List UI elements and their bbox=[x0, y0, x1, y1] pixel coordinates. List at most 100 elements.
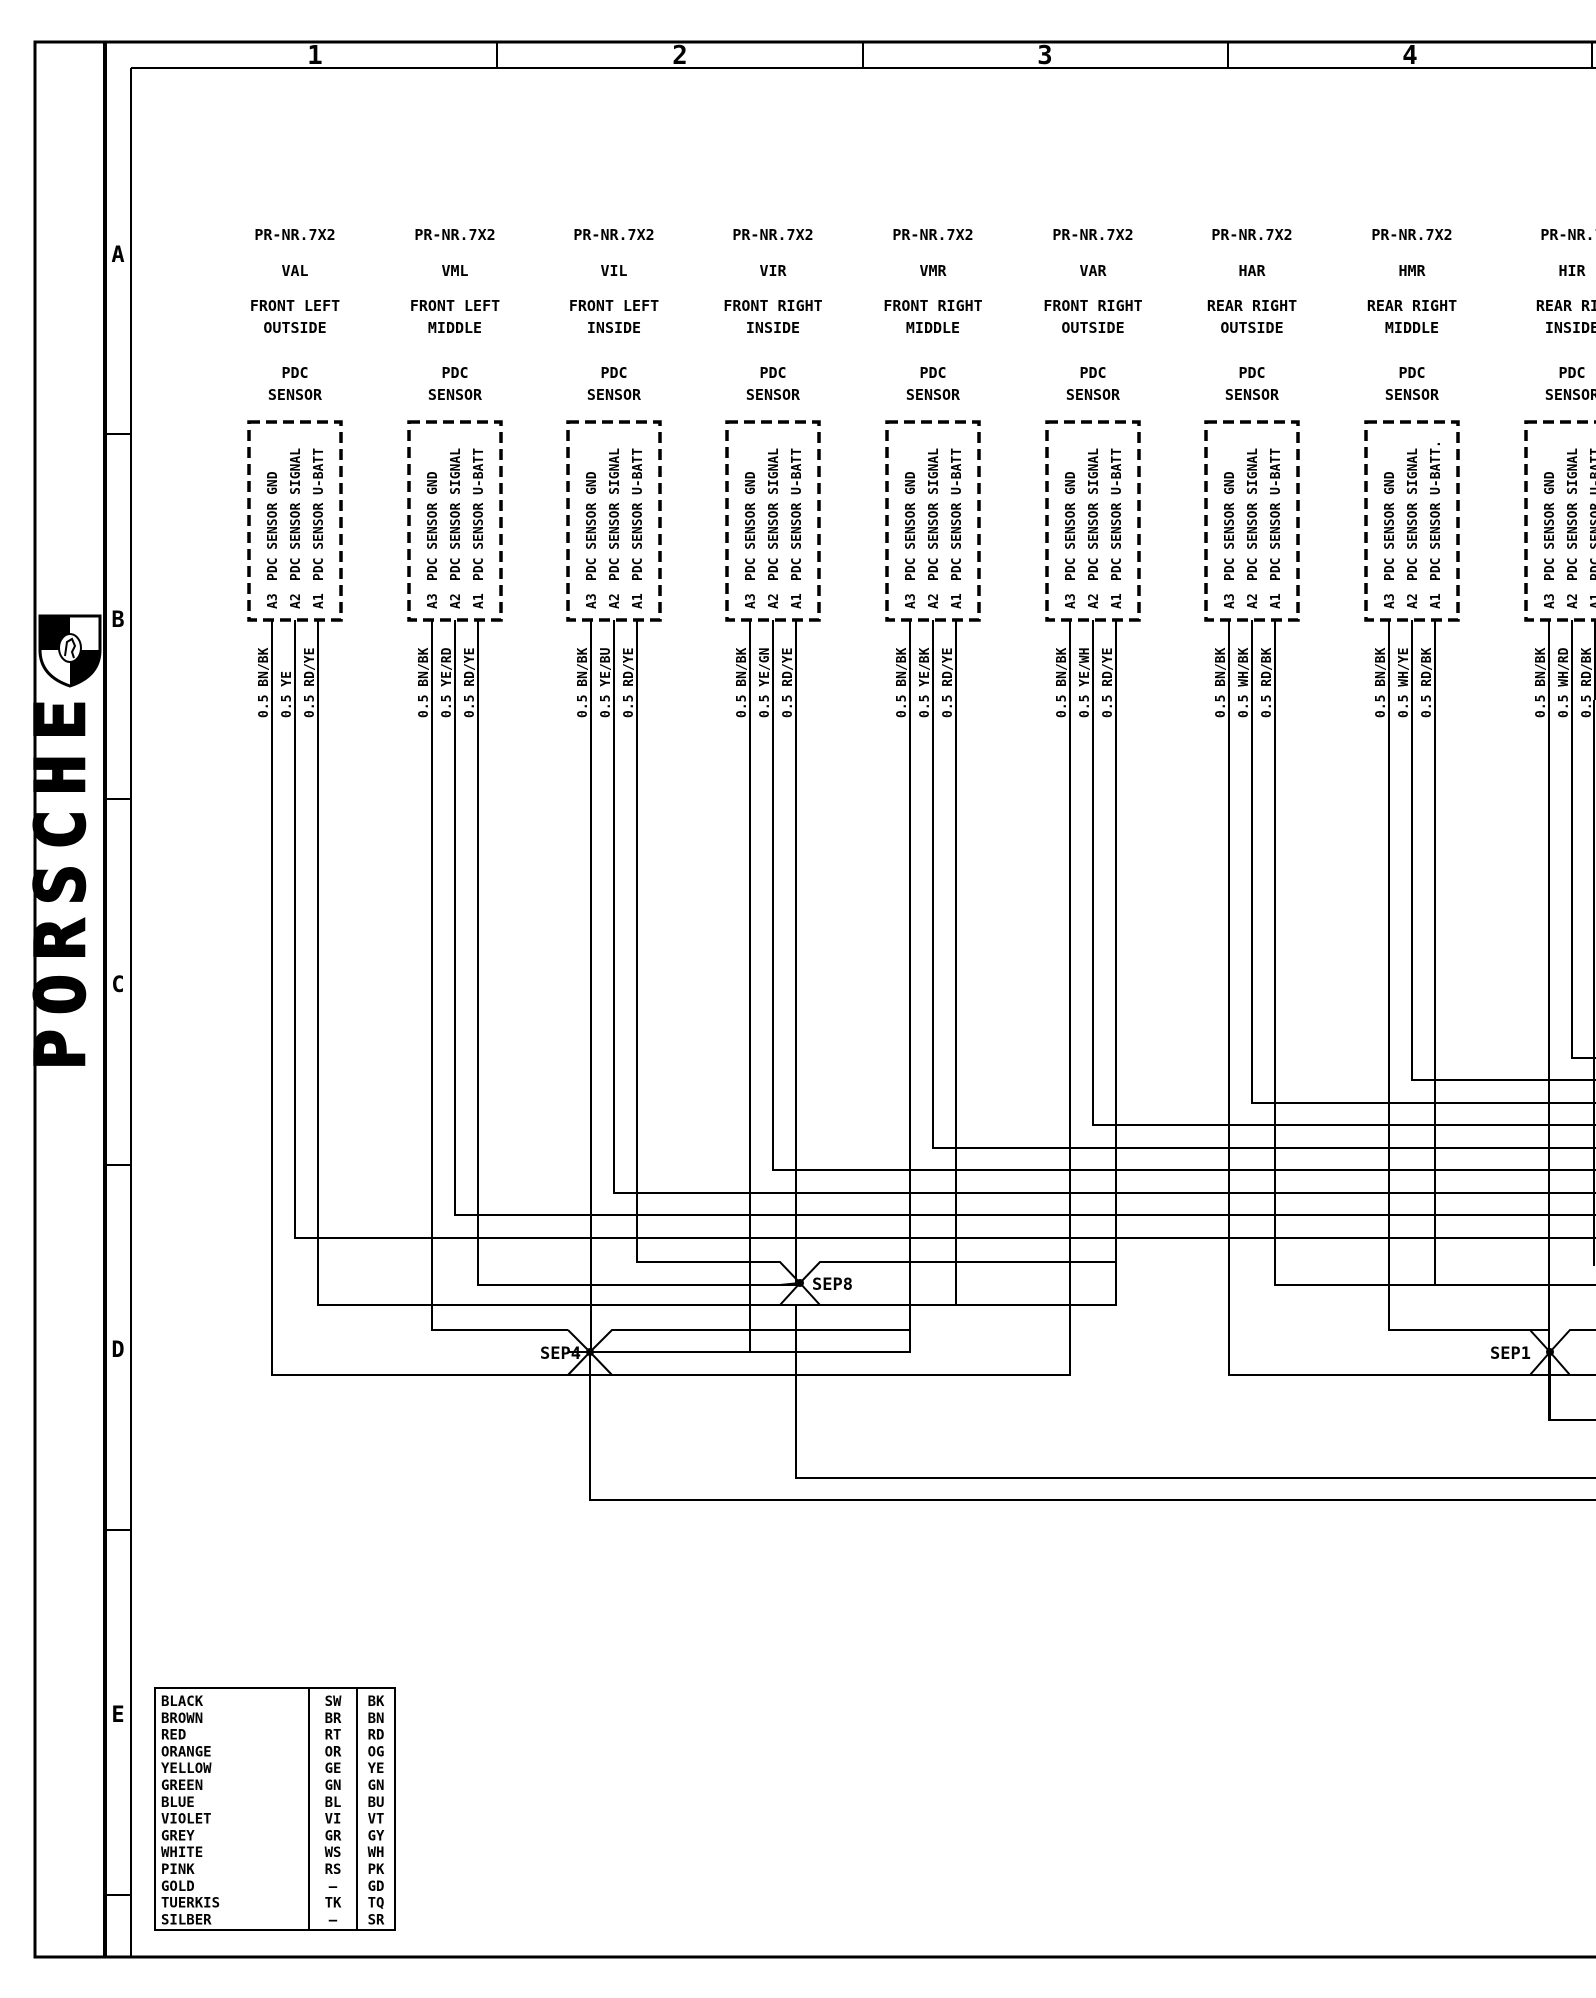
pin-number: A1 bbox=[790, 593, 805, 609]
sensor-part-number: PR-NR.7X2 bbox=[573, 226, 654, 244]
wire-label: 0.5 WH/BK bbox=[1237, 647, 1252, 718]
wire-label: 0.5 RD/YE bbox=[622, 648, 637, 718]
pin-number: A3 bbox=[744, 593, 759, 609]
legend-english-code: TQ bbox=[368, 1896, 385, 1912]
legend-english-code: WH bbox=[368, 1845, 385, 1861]
legend-color-name: GREEN bbox=[161, 1778, 203, 1794]
sensor-position: MIDDLE bbox=[906, 319, 960, 337]
pin-number: A3 bbox=[1383, 593, 1398, 609]
crest-shield bbox=[58, 633, 82, 663]
pin-number: A1 bbox=[312, 593, 327, 609]
sensor-code: VAR bbox=[1079, 262, 1107, 280]
pin-number: A2 bbox=[927, 593, 942, 609]
sensor-code: HMR bbox=[1398, 262, 1426, 280]
pin-description: PDC SENSOR U-BATT bbox=[631, 448, 646, 581]
sensor-code: VIR bbox=[759, 262, 787, 280]
sensor-part-number: PR-NR.7X2 bbox=[892, 226, 973, 244]
wire-label: 0.5 YE/BU bbox=[599, 647, 614, 718]
wire-label: 0.5 YE/RD bbox=[440, 647, 455, 718]
sensor-part-number: PR-NR.7 bbox=[1540, 226, 1596, 244]
pin-description: PDC SENSOR GND bbox=[266, 471, 281, 581]
sensor-position: FRONT LEFT bbox=[569, 297, 659, 315]
row-label: E bbox=[111, 1703, 124, 1728]
legend-box bbox=[154, 1687, 396, 1931]
row-label: B bbox=[111, 608, 124, 633]
pin-number: A3 bbox=[585, 593, 600, 609]
legend-color-name: RED bbox=[161, 1728, 186, 1744]
wire-hir-signal bbox=[1571, 700, 1596, 1059]
legend-english-code: OG bbox=[368, 1744, 385, 1760]
sensor-code: HAR bbox=[1238, 262, 1266, 280]
sensor-position: OUTSIDE bbox=[263, 319, 326, 337]
wire-sep8-ubatt-out bbox=[795, 1305, 1596, 1479]
splice-label-sep8: SEP8 bbox=[812, 1275, 853, 1295]
sensor-code: VML bbox=[441, 262, 468, 280]
sensor-part-number: PR-NR.7X2 bbox=[732, 226, 813, 244]
legend-english-code: PK bbox=[368, 1862, 385, 1878]
wire-hmr-signal bbox=[1411, 700, 1596, 1081]
sensor-hir: PR-NR.7HIRREAR RIGINSIDEPDCSENSORPDC SEN… bbox=[1524, 226, 1596, 718]
pin-number: A1 bbox=[1110, 593, 1125, 609]
pin-number: A3 bbox=[1064, 593, 1079, 609]
legend-english-code: BK bbox=[368, 1694, 385, 1710]
legend-german-code: SW bbox=[325, 1694, 342, 1710]
wire-vml-signal bbox=[454, 700, 1596, 1216]
sensor-type: SENSOR bbox=[906, 386, 961, 404]
wire-label: 0.5 YE/GN bbox=[758, 647, 773, 718]
pin-number: A2 bbox=[449, 593, 464, 609]
sensor-type: PDC bbox=[1238, 364, 1265, 382]
legend-german-code: BL bbox=[325, 1795, 342, 1811]
row-label: A bbox=[111, 243, 124, 268]
wire-hmr-gnd bbox=[1388, 700, 1550, 1331]
legend-color-name: VIOLET bbox=[161, 1812, 212, 1828]
sensor-type: PDC bbox=[1079, 364, 1106, 382]
pin-number: A2 bbox=[1246, 593, 1261, 609]
legend-english-code: YE bbox=[368, 1761, 385, 1777]
legend-color-name: GREY bbox=[161, 1828, 195, 1844]
splice-sep1-out bbox=[1549, 1329, 1596, 1353]
wire-val-signal bbox=[294, 700, 1596, 1239]
wire-label: 0.5 BN/BK bbox=[895, 647, 910, 718]
wire-var-gnd bbox=[568, 700, 1071, 1376]
sensor-type: SENSOR bbox=[1225, 386, 1280, 404]
pin-number: A2 bbox=[1566, 593, 1581, 609]
wire-label: 0.5 RD/YE bbox=[1101, 648, 1116, 718]
row-label: D bbox=[111, 1338, 124, 1363]
pin-description: PDC SENSOR U-BATT bbox=[1589, 448, 1596, 581]
wire-val-ubatt bbox=[317, 700, 780, 1306]
pin-description: PDC SENSOR U-BATT bbox=[790, 448, 805, 581]
porsche-crest bbox=[38, 614, 102, 688]
pin-description: PDC SENSOR SIGNAL bbox=[1566, 448, 1581, 581]
legend-color-name: SILBER bbox=[161, 1912, 212, 1928]
sensor-position: INSIDE bbox=[1545, 319, 1596, 337]
legend-german-code: TK bbox=[325, 1896, 342, 1912]
splice-node-sep8 bbox=[796, 1279, 804, 1287]
sensor-code: VMR bbox=[919, 262, 947, 280]
wire-label: 0.5 WH/RD bbox=[1557, 647, 1572, 718]
sensor-position: REAR RIGHT bbox=[1207, 297, 1297, 315]
sensor-position: FRONT RIGHT bbox=[1043, 297, 1142, 315]
pin-description: PDC SENSOR SIGNAL bbox=[927, 448, 942, 581]
wire-harness bbox=[271, 700, 1596, 1501]
column-label: 4 bbox=[1402, 41, 1418, 71]
legend-english-code: RD bbox=[368, 1728, 385, 1744]
splice-node-sep1 bbox=[1546, 1348, 1554, 1356]
pin-description: PDC SENSOR SIGNAL bbox=[608, 448, 623, 581]
wire-label: 0.5 RD/BK bbox=[1420, 647, 1435, 718]
legend-color-name: PINK bbox=[161, 1862, 195, 1878]
pin-description: PDC SENSOR SIGNAL bbox=[1246, 448, 1261, 581]
wire-label: 0.5 RD/YE bbox=[303, 648, 318, 718]
sensor-code: HIR bbox=[1558, 262, 1586, 280]
legend-english-code: BU bbox=[368, 1795, 385, 1811]
pin-number: A2 bbox=[608, 593, 623, 609]
wire-vil-signal bbox=[613, 700, 1596, 1194]
wire-label: 0.5 BN/BK bbox=[1534, 647, 1549, 718]
pin-description: PDC SENSOR GND bbox=[1064, 471, 1079, 581]
sensor-part-number: PR-NR.7X2 bbox=[414, 226, 495, 244]
sensor-type: SENSOR bbox=[1545, 386, 1596, 404]
pin-description: PDC SENSOR U-BATT bbox=[312, 448, 327, 581]
